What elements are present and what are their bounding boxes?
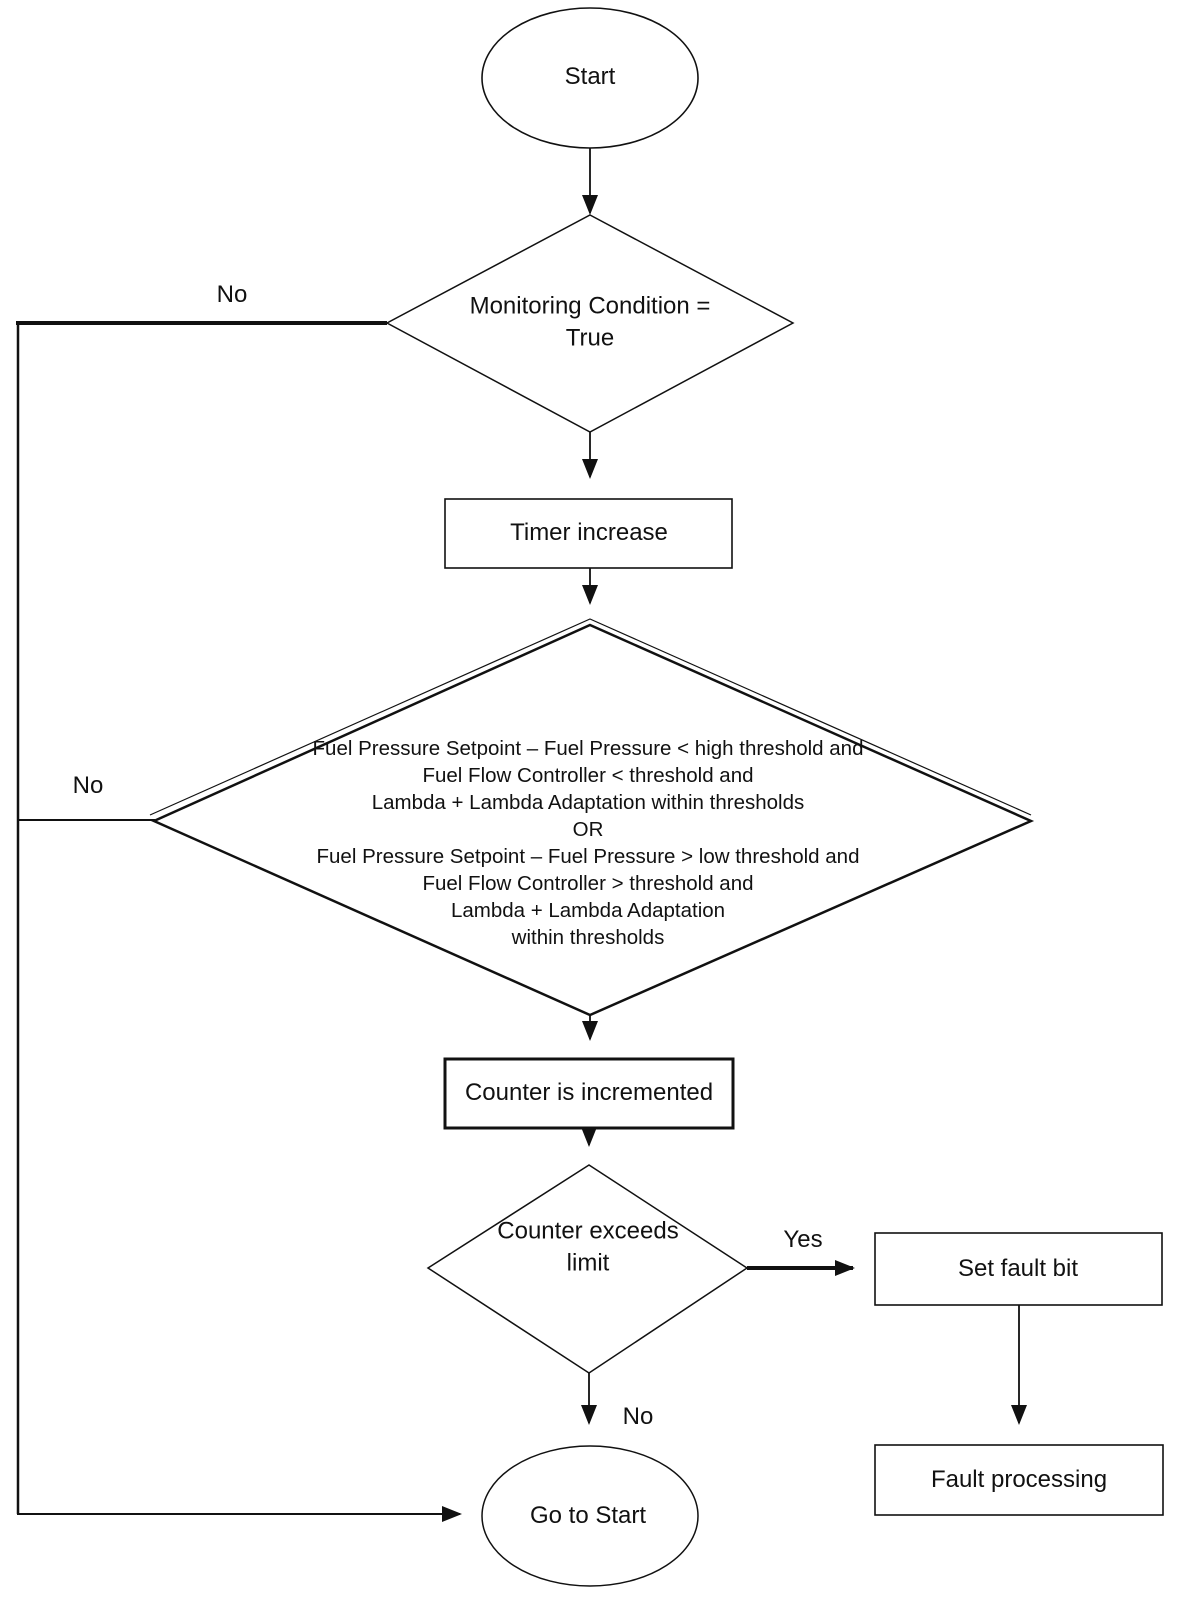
set-fault-bit-label: Set fault bit (957, 1255, 1079, 1283)
start-label: Start (564, 63, 616, 91)
edge-label-monitoring-no: No (216, 281, 248, 309)
start-node-shape (481, 7, 699, 149)
counter-incremented-shape (443, 1057, 735, 1130)
set-fault-bit-shape (874, 1232, 1163, 1306)
edge-label-counter-yes: Yes (783, 1226, 823, 1254)
fuel-pressure-check-outline (149, 618, 1032, 816)
fuel-pressure-check-shape (150, 623, 1035, 1017)
fault-processing-label: Fault processing (930, 1466, 1108, 1494)
monitoring-condition-label: Monitoring Condition = True (469, 292, 711, 351)
timer-increase-shape (444, 498, 733, 569)
edge-label-counter-no: No (622, 1403, 654, 1431)
go-to-start-label: Go to Start (529, 1502, 647, 1530)
counter-exceeds-limit-shape (426, 1164, 749, 1374)
timer-increase-label: Timer increase (510, 519, 668, 547)
monitoring-condition-shape (385, 214, 795, 433)
go-to-start-shape (481, 1445, 699, 1587)
fuel-pressure-check-label: Fuel Pressure Setpoint – Fuel Pressure <… (312, 736, 864, 950)
counter-exceeds-limit-label: Counter exceeds limit (497, 1217, 679, 1276)
edge-label-fuelcheck-no: No (72, 772, 104, 800)
counter-incremented-label: Counter is incremented (464, 1079, 714, 1107)
fault-processing-shape (874, 1444, 1164, 1516)
